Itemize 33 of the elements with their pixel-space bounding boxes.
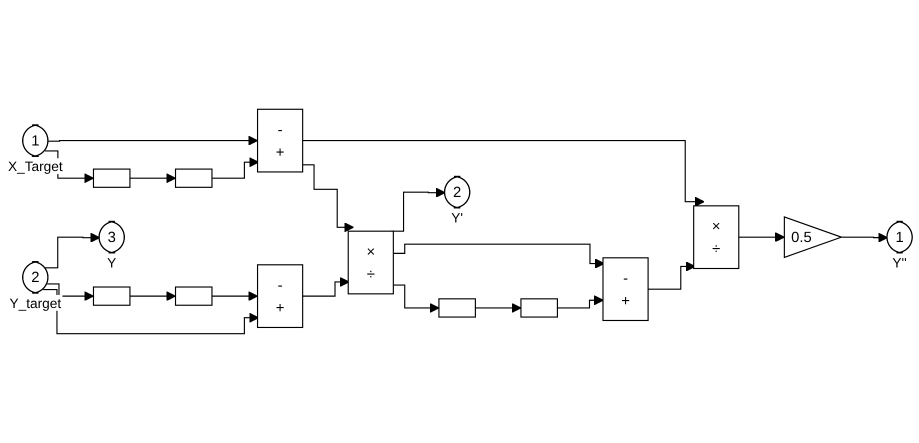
port-name: X_Target <box>8 159 63 174</box>
arrow <box>48 136 258 146</box>
arrow <box>302 164 354 232</box>
arrow <box>738 232 785 242</box>
node-box: - + <box>602 257 649 322</box>
port-name: Y_target <box>10 296 62 311</box>
arrow <box>302 276 350 297</box>
node-box <box>174 168 213 188</box>
arrow <box>212 291 258 302</box>
port-name: Y' <box>451 210 463 226</box>
port-name: Y'' <box>892 256 907 271</box>
arrow <box>43 289 260 334</box>
arrow <box>130 173 176 184</box>
node-box <box>92 286 130 306</box>
arrow <box>648 261 696 290</box>
node-box: × ÷ <box>693 205 740 270</box>
node-box: × ÷ <box>348 230 394 294</box>
arrow <box>393 284 440 313</box>
arrow <box>212 157 260 179</box>
arrow <box>475 302 522 313</box>
arrow <box>557 295 604 309</box>
arrow <box>130 291 176 302</box>
node-box <box>174 286 213 306</box>
node-box <box>92 168 130 188</box>
node-box: - + <box>256 108 304 172</box>
node-box <box>438 298 476 318</box>
node-box <box>520 298 558 318</box>
arrow <box>47 283 94 302</box>
arrow <box>302 140 705 207</box>
arrow <box>44 232 100 268</box>
node-box: - + <box>256 264 304 328</box>
port-name: Y <box>107 256 116 271</box>
arrow <box>841 232 888 243</box>
